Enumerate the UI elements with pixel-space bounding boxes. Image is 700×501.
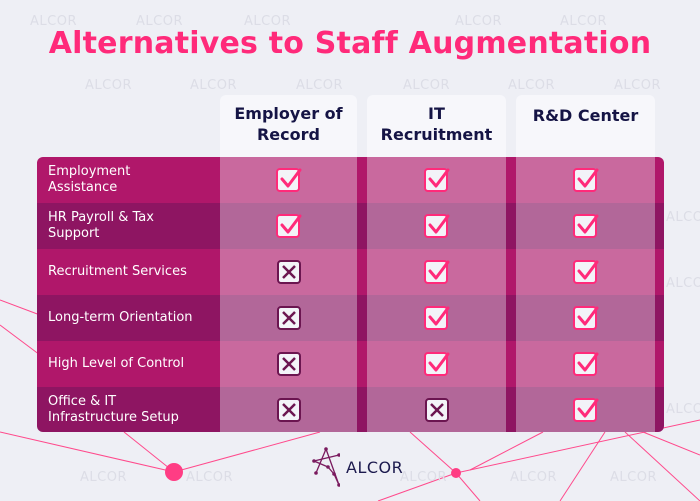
- watermark-text: ALCOR: [666, 402, 700, 417]
- alcor-logo-text: ALCOR: [346, 457, 404, 477]
- watermark-text: ALCOR: [80, 470, 127, 485]
- check-icon: [572, 352, 598, 376]
- column-header-line: Recruitment: [380, 125, 493, 144]
- check-icon: [572, 168, 598, 192]
- cell-employer-of-record: [220, 249, 357, 295]
- row-label-line: High Level of Control: [48, 356, 185, 371]
- watermark-text: ALCOR: [610, 470, 657, 485]
- check-icon: [275, 214, 301, 238]
- cell-it-recruitment: [367, 249, 506, 295]
- cross-icon: [424, 398, 449, 422]
- watermark-text: ALCOR: [136, 14, 183, 29]
- check-icon: [423, 260, 449, 284]
- cell-it-recruitment: [367, 203, 506, 249]
- watermark-text: ALCOR: [186, 470, 233, 485]
- cell-employer-of-record: [220, 387, 357, 432]
- row-label-line: Recruitment Services: [48, 264, 187, 279]
- check-icon: [572, 260, 598, 284]
- check-icon: [572, 306, 598, 330]
- cell-it-recruitment: [367, 157, 506, 203]
- watermark-text: ALCOR: [30, 14, 77, 29]
- check-icon: [423, 168, 449, 192]
- cross-icon: [276, 306, 301, 330]
- cell-it-recruitment: [367, 341, 506, 387]
- row-label-line: Assistance: [48, 180, 118, 195]
- alcor-star-icon: [312, 447, 340, 487]
- cell-rd-center: [516, 249, 655, 295]
- row-label-line: Support: [48, 226, 100, 241]
- cross-icon: [276, 260, 301, 284]
- alcor-logo: ALCOR: [312, 447, 403, 487]
- watermark-text: ALCOR: [666, 276, 700, 291]
- check-icon: [423, 352, 449, 376]
- row-label: High Level of Control: [48, 341, 218, 387]
- network-node: [165, 463, 183, 481]
- column-header-line: R&D Center: [532, 106, 639, 125]
- watermark-text: ALCOR: [190, 78, 237, 93]
- row-label: Recruitment Services: [48, 249, 218, 295]
- row-label: Long-term Orientation: [48, 295, 218, 341]
- watermark-text: ALCOR: [508, 78, 555, 93]
- watermark-text: ALCOR: [560, 14, 607, 29]
- column-header-employer-of-record: Employer of Record: [220, 95, 357, 157]
- watermark-text: ALCOR: [400, 470, 447, 485]
- cell-it-recruitment: [367, 295, 506, 341]
- row-label-line: Employment: [48, 164, 131, 179]
- cell-employer-of-record: [220, 203, 357, 249]
- column-header-line: Employer of: [234, 104, 343, 123]
- cell-rd-center: [516, 157, 655, 203]
- check-icon: [572, 214, 598, 238]
- watermark-text: ALCOR: [666, 210, 700, 225]
- watermark-text: ALCOR: [455, 14, 502, 29]
- watermark-text: ALCOR: [614, 78, 661, 93]
- cell-rd-center: [516, 341, 655, 387]
- cell-employer-of-record: [220, 341, 357, 387]
- column-header-line: IT: [428, 104, 445, 123]
- cell-it-recruitment: [367, 387, 506, 432]
- cell-rd-center: [516, 387, 655, 432]
- network-node: [451, 468, 461, 478]
- row-label-line: Infrastructure Setup: [48, 410, 179, 425]
- cell-employer-of-record: [220, 157, 357, 203]
- column-header-line: Record: [256, 125, 320, 144]
- column-header-rd-center: R&D Center: [516, 95, 655, 157]
- row-label-line: Long-term Orientation: [48, 310, 193, 325]
- table-row-high-level-of-control: High Level of Control: [37, 341, 664, 387]
- watermark-text: ALCOR: [510, 470, 557, 485]
- column-header-it-recruitment: IT Recruitment: [367, 95, 506, 157]
- row-label-line: Office & IT: [48, 394, 117, 409]
- cross-icon: [276, 398, 301, 422]
- table-row-recruitment-services: Recruitment Services: [37, 249, 664, 295]
- cell-rd-center: [516, 295, 655, 341]
- watermark-text: ALCOR: [244, 14, 291, 29]
- check-icon: [572, 398, 598, 422]
- check-icon: [275, 168, 301, 192]
- row-label-line: HR Payroll & Tax: [48, 210, 154, 225]
- table-row-long-term-orientation: Long-term Orientation: [37, 295, 664, 341]
- cell-rd-center: [516, 203, 655, 249]
- watermark-text: ALCOR: [296, 78, 343, 93]
- cell-employer-of-record: [220, 295, 357, 341]
- check-icon: [423, 306, 449, 330]
- cross-icon: [276, 352, 301, 376]
- check-icon: [423, 214, 449, 238]
- watermark-text: ALCOR: [403, 78, 450, 93]
- page-title: Alternatives to Staff Augmentation: [48, 26, 652, 61]
- watermark-text: ALCOR: [85, 78, 132, 93]
